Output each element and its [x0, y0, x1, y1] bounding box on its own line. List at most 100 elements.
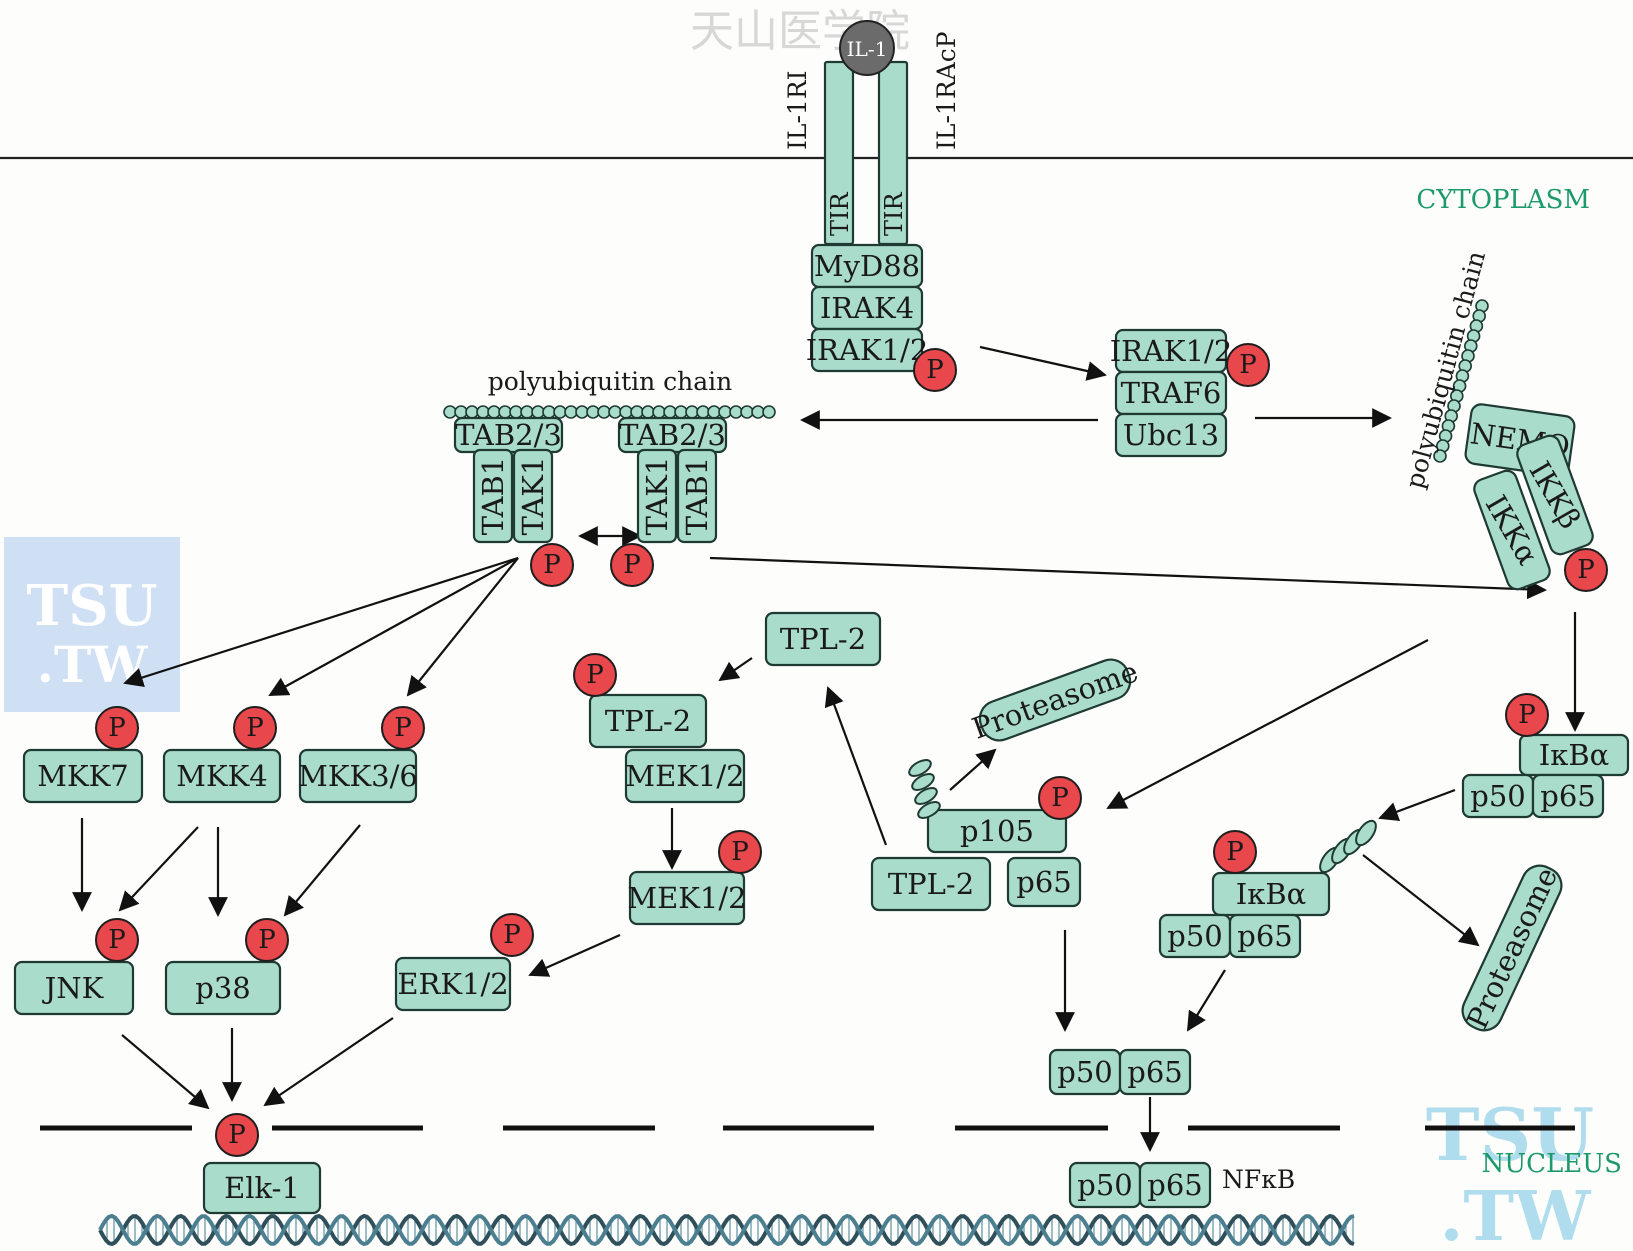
- svg-text:P: P: [1577, 555, 1595, 585]
- svg-text:ERK1/2: ERK1/2: [397, 967, 508, 1001]
- mek12-top-box: MEK1/2: [624, 748, 746, 804]
- phospho-3: P: [610, 543, 654, 587]
- svg-text:P: P: [503, 920, 521, 950]
- watermark-left: TSU .TW: [4, 537, 180, 712]
- phospho-12: P: [245, 918, 289, 962]
- phospho-0: P: [913, 348, 957, 392]
- ubiquitin-coil-p105: [908, 759, 941, 819]
- dna-helix: [98, 1213, 1355, 1247]
- svg-text:IRAK1/2: IRAK1/2: [1110, 334, 1233, 368]
- proteasome-bottom: Proteasome: [1460, 862, 1564, 1034]
- phospho-7: P: [381, 706, 425, 750]
- svg-text:MKK7: MKK7: [37, 759, 128, 793]
- svg-text:MyD88: MyD88: [814, 249, 920, 283]
- p50-low-box: p50: [1048, 1048, 1122, 1096]
- svg-text:P: P: [1226, 837, 1244, 867]
- phospho-15: P: [1505, 693, 1549, 737]
- svg-text:JNK: JNK: [42, 971, 105, 1005]
- phospho-4: P: [1564, 548, 1608, 592]
- phospho-9: P: [718, 830, 762, 874]
- phospho-2: P: [530, 543, 574, 587]
- phospho-8: P: [573, 653, 617, 697]
- svg-text:p65: p65: [1540, 779, 1595, 813]
- phospho-13: P: [215, 1113, 259, 1157]
- mek12-bottom-box: MEK1/2: [627, 870, 747, 926]
- tir-left: TIR: [826, 192, 854, 236]
- svg-text:p50: p50: [1077, 1168, 1132, 1202]
- svg-text:P: P: [1518, 700, 1536, 730]
- irak4-box: IRAK4: [810, 285, 924, 331]
- svg-text:P: P: [394, 713, 412, 743]
- p65-nuc-box: p65: [1138, 1161, 1212, 1209]
- ikba-mid-box: IκBα: [1211, 871, 1331, 917]
- svg-text:TAB2/3: TAB2/3: [619, 418, 726, 452]
- cytoplasm-label: CYTOPLASM: [1416, 185, 1590, 215]
- svg-text:p50: p50: [1470, 779, 1525, 813]
- tab23-left-box: TAB2/3: [453, 416, 564, 454]
- p105-box: p105: [926, 808, 1068, 854]
- p38-box: p38: [164, 960, 282, 1016]
- svg-text:P: P: [586, 660, 604, 690]
- p65-low-box: p65: [1118, 1048, 1192, 1096]
- svg-text:TSU: TSU: [1426, 1092, 1594, 1177]
- svg-text:P: P: [543, 550, 561, 580]
- svg-text:TPL-2: TPL-2: [888, 867, 974, 901]
- polyub-left-label: polyubiquitin chain: [488, 367, 733, 396]
- svg-text:Elk-1: Elk-1: [224, 1171, 300, 1205]
- svg-text:Ubc13: Ubc13: [1123, 418, 1219, 452]
- phospho-16: P: [1213, 830, 1257, 874]
- tpl2-low-box: TPL-2: [870, 856, 992, 912]
- ubiquitin-coil-ikba: [1319, 819, 1377, 874]
- svg-text:P: P: [1051, 783, 1069, 813]
- mkk4-box: MKK4: [162, 748, 282, 804]
- svg-text:MKK3/6: MKK3/6: [298, 759, 418, 793]
- phospho-11: P: [95, 918, 139, 962]
- p50-right-box: p50: [1461, 773, 1535, 819]
- svg-text:P: P: [1239, 350, 1257, 380]
- p50-nuc-box: p50: [1068, 1161, 1142, 1209]
- ikk-complex: NEMO IKKα IKKβ: [1464, 403, 1594, 591]
- svg-text:P: P: [731, 837, 749, 867]
- svg-text:MEK1/2: MEK1/2: [625, 759, 744, 793]
- nfkb-label: NFκB: [1222, 1165, 1295, 1194]
- svg-text:TPL-2: TPL-2: [780, 622, 866, 656]
- watermark-right: TSU .TW: [1426, 1092, 1594, 1251]
- svg-text:TAK1: TAK1: [640, 457, 674, 536]
- svg-text:MEK1/2: MEK1/2: [627, 881, 746, 915]
- svg-text:p50: p50: [1167, 919, 1222, 953]
- svg-text:TPL-2: TPL-2: [605, 704, 691, 738]
- irak12-box: IRAK1/2: [806, 327, 929, 373]
- svg-text:.TW: .TW: [37, 635, 149, 694]
- jnk-box: JNK: [13, 960, 135, 1016]
- svg-text:p65: p65: [1016, 865, 1071, 899]
- svg-text:IκBα: IκBα: [1236, 877, 1306, 911]
- tak1-complex-right: TAK1 TAB1: [636, 448, 718, 544]
- svg-text:P: P: [108, 713, 126, 743]
- pathway-arrows: [72, 345, 1585, 1152]
- svg-text:p105: p105: [960, 814, 1034, 848]
- erk-box: ERK1/2: [394, 956, 512, 1012]
- ubc13-box: Ubc13: [1114, 412, 1228, 458]
- phospho-14: P: [1038, 776, 1082, 820]
- phospho-1: P: [1226, 343, 1270, 387]
- svg-text:p65: p65: [1127, 1055, 1182, 1089]
- svg-text:TRAF6: TRAF6: [1121, 376, 1222, 410]
- svg-text:TAB1: TAB1: [476, 457, 510, 535]
- svg-text:P: P: [258, 925, 276, 955]
- svg-text:.TW: .TW: [1440, 1177, 1592, 1251]
- il1-ligand-label: IL-1: [847, 37, 888, 61]
- svg-text:P: P: [228, 1120, 246, 1150]
- phospho-5: P: [95, 706, 139, 750]
- tpl2-top-box: TPL-2: [764, 611, 882, 667]
- proteasome-top: Proteasome: [967, 654, 1142, 745]
- svg-text:IRAK4: IRAK4: [820, 291, 914, 325]
- phospho-10: P: [490, 913, 534, 957]
- mkk36-box: MKK3/6: [298, 748, 418, 804]
- svg-text:IκBα: IκBα: [1539, 738, 1609, 772]
- svg-text:p50: p50: [1057, 1055, 1112, 1089]
- svg-text:TAB1: TAB1: [680, 457, 714, 535]
- svg-text:IRAK1/2: IRAK1/2: [806, 333, 929, 367]
